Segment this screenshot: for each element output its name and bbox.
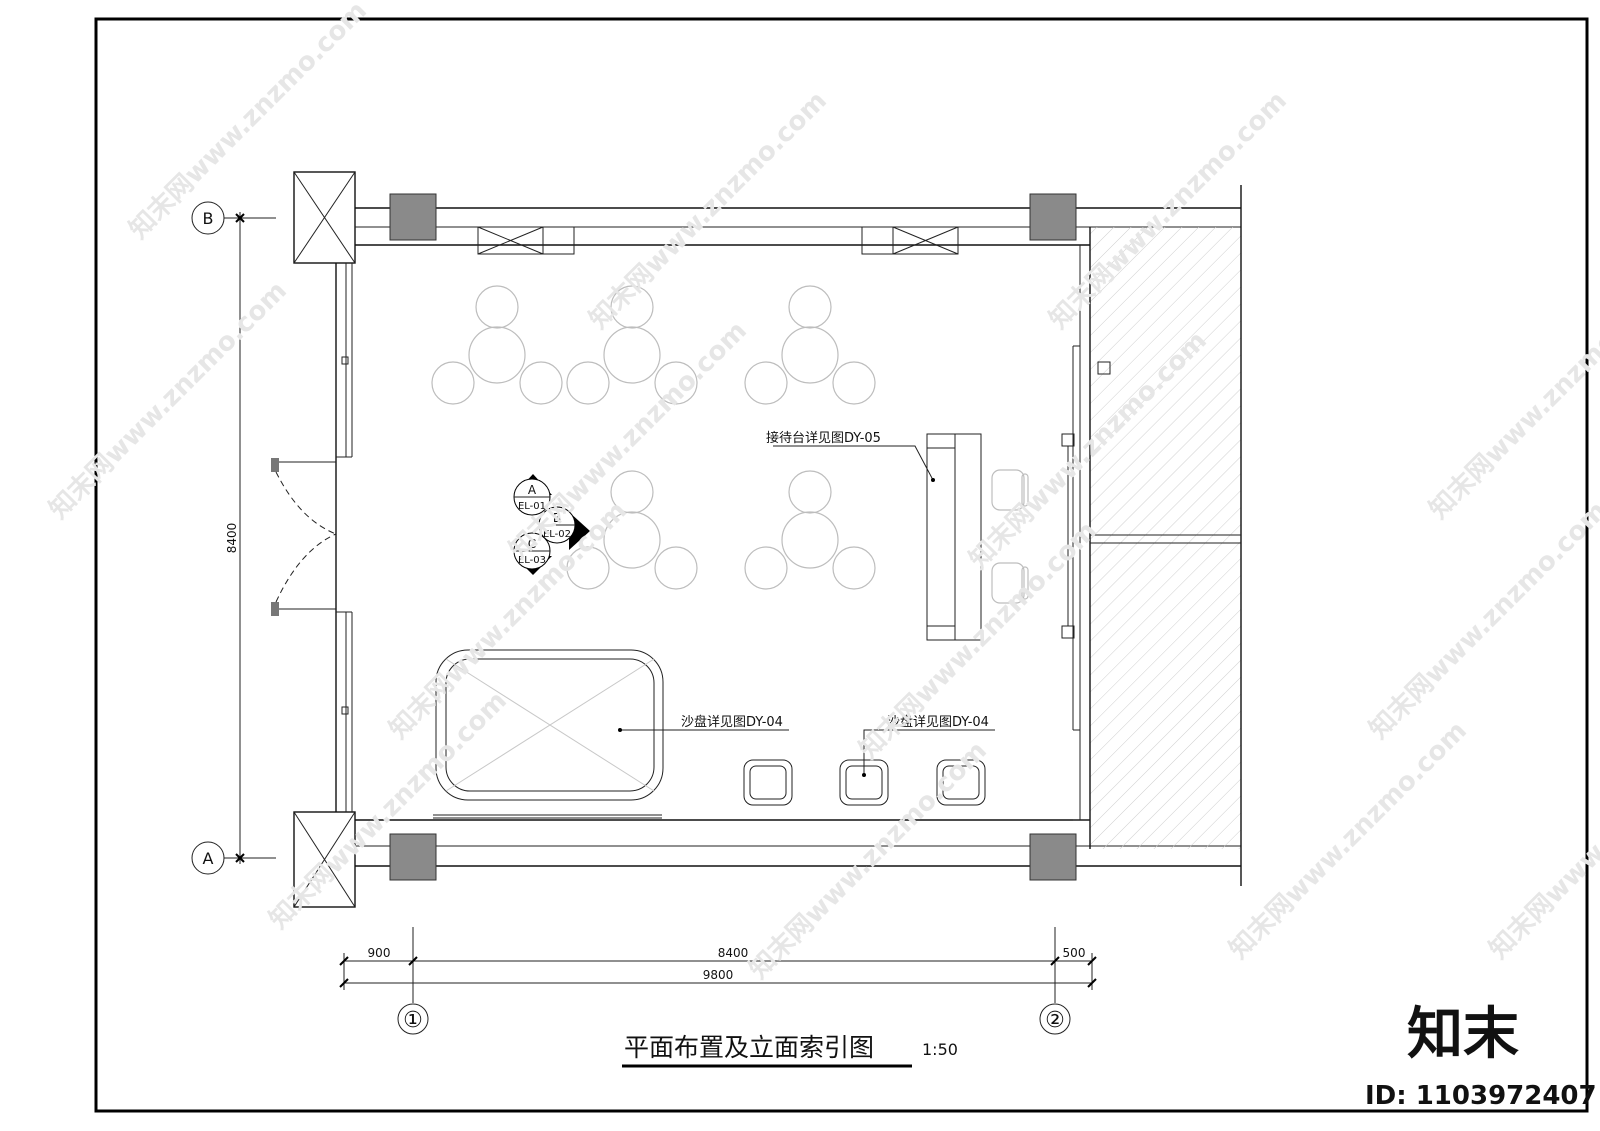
drawing-title: 平面布置及立面索引图 xyxy=(624,1033,874,1062)
drawing-frame xyxy=(94,17,1589,1113)
watermark-text: 知末网www.znzmo.com xyxy=(44,276,293,525)
dimension-middle: 8400 xyxy=(718,946,749,960)
watermark-text: 知末网www.znzmo.com xyxy=(1224,716,1473,965)
structural-column xyxy=(1029,833,1077,881)
elevation-letter-a: A xyxy=(528,483,537,497)
watermark-text: 知末网www.znzmo.com xyxy=(744,736,993,985)
round-table-set xyxy=(566,470,698,590)
vertical-dimension-line xyxy=(235,212,245,864)
corner-column-top-left xyxy=(293,171,356,264)
sand-table-label: 沙盘详见图DY-04 xyxy=(681,714,783,730)
elevation-code-c: EL-03 xyxy=(518,555,546,566)
watermark-text: 知末网www.znzmo.com xyxy=(1424,276,1600,525)
office-chair xyxy=(991,562,1029,604)
dimension-total: 9800 xyxy=(703,968,734,982)
reception-counter xyxy=(926,433,982,641)
left-wall xyxy=(271,263,353,812)
horizontal-dimension-lines xyxy=(339,927,1097,1003)
elevation-letter-c: C xyxy=(528,537,536,551)
round-table-set xyxy=(744,285,876,405)
office-chair xyxy=(991,469,1029,511)
elevation-index-symbol xyxy=(513,474,590,575)
round-table-set xyxy=(566,285,698,405)
elevation-code-a: EL-01 xyxy=(518,501,546,512)
corner-column-bottom-left xyxy=(293,811,356,908)
sand-table-label: 沙盘详见图DY-04 xyxy=(887,714,989,730)
axis-marker-2 xyxy=(1039,1003,1071,1035)
round-table-set xyxy=(431,285,563,405)
drawing-scale: 1:50 xyxy=(922,1040,958,1059)
structural-column xyxy=(389,193,437,241)
axis-marker-1 xyxy=(397,1003,429,1035)
display-pedestal xyxy=(743,759,793,806)
round-table-set xyxy=(744,470,876,590)
right-wall xyxy=(1061,185,1242,886)
watermark-text: 知末网www.znzmo.com xyxy=(1484,716,1600,965)
structural-column xyxy=(1029,193,1077,241)
axis-label-1: ① xyxy=(403,1008,423,1033)
watermark-text: 知末网www.znzmo.com xyxy=(124,0,373,245)
watermark-id: ID: 1103972407 xyxy=(1365,1081,1597,1111)
axis-label-2: ② xyxy=(1045,1008,1065,1033)
watermark-text: 知末网www.znzmo.com xyxy=(584,86,833,335)
watermark-text: 知末网www.znzmo.com xyxy=(504,316,753,565)
label-leaders xyxy=(618,445,995,777)
structural-column xyxy=(389,833,437,881)
dimension-left-offset: 900 xyxy=(368,946,391,960)
round-table-sets xyxy=(431,285,876,590)
vertical-dimension-value: 8400 xyxy=(225,523,239,554)
dimension-right-offset: 500 xyxy=(1063,946,1086,960)
elevation-code-b: EL-02 xyxy=(543,529,571,540)
reception-label: 接待台详见图DY-05 xyxy=(766,430,881,446)
elevation-letter-b: B xyxy=(553,511,561,525)
display-pedestal xyxy=(936,759,986,806)
axis-label-b: B xyxy=(203,209,214,228)
axis-label-a: A xyxy=(203,849,214,868)
watermark-logo: 知末 xyxy=(1407,1002,1519,1067)
sand-table xyxy=(435,649,664,801)
watermark-text: 知末网www.znzmo.com xyxy=(1364,496,1600,745)
